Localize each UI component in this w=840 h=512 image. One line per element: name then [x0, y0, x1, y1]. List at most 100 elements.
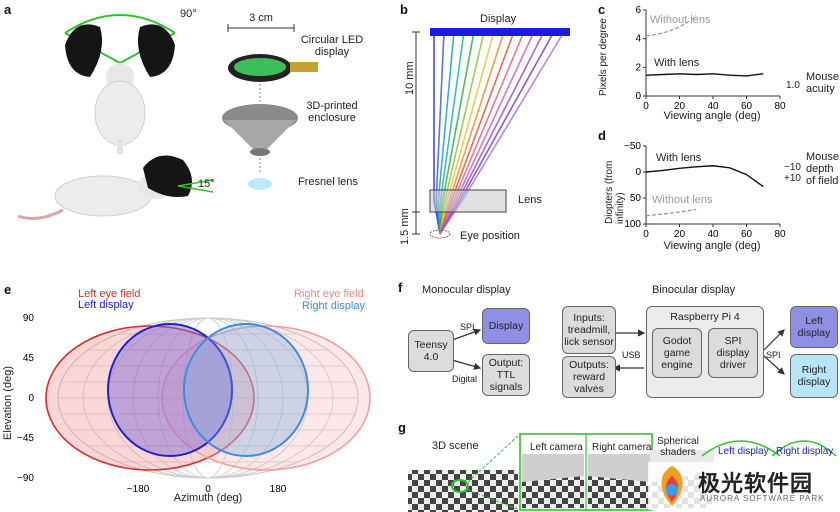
outputs-box: Outputs: reward valves — [562, 356, 616, 398]
rpi-label: Raspberry Pi 4 — [670, 311, 740, 323]
dist-1-5mm-label: 1.5 mm — [399, 208, 411, 245]
right-display-field — [183, 323, 309, 457]
acuity-value: 1.0 — [786, 80, 800, 91]
chart-d-y-tick-label: 0 — [635, 167, 641, 178]
mouse-side-view — [17, 155, 214, 220]
chart-d-y-tick-label: 50 — [630, 193, 642, 204]
e-y-tick-label: 45 — [23, 353, 35, 364]
chart-d-x-tick-label: 80 — [774, 229, 786, 240]
chart-d-y-tick-label: −50 — [624, 141, 641, 152]
watermark: 极光软件园 AURORA SOFTWARE PARK — [648, 462, 838, 510]
right-camera-label: Right camera — [592, 442, 652, 453]
chart-c-xlabel: Viewing angle (deg) — [663, 110, 761, 122]
e-x-tick-label: −180 — [127, 484, 150, 495]
panel-e-label: e — [4, 282, 12, 297]
chart-d: 0 20 40 60 80 −50 0 50 100 — [624, 141, 786, 240]
monocular-title: Monocular display — [422, 284, 511, 296]
teensy-box: Teensy 4.0 — [408, 330, 454, 372]
chart-c-with-label: With lens — [654, 57, 700, 69]
with-lens-line — [645, 73, 764, 77]
chart-d-x-tick-label: 40 — [707, 229, 719, 240]
godot-box: Godot game engine — [652, 328, 702, 378]
chart-d-with-label: With lens — [656, 152, 702, 164]
chart-d-y-tick-label: 100 — [624, 219, 641, 230]
angle-15-label: 15° — [198, 178, 215, 190]
watermark-cn: 极光软件园 — [698, 471, 814, 496]
e-x-tick-label: 180 — [270, 484, 287, 495]
mouse-top-view — [64, 14, 176, 154]
angle-90-label: 90° — [180, 8, 197, 20]
display-label: Display — [480, 13, 517, 25]
chart-c-x-tick-label: 0 — [643, 101, 649, 112]
chart-d-ylabel: Diopters (from infinity) — [604, 160, 626, 224]
left-eye-field — [45, 325, 255, 471]
enclosure-label: 3D-printed enclosure — [306, 100, 358, 124]
left-camera-label: Left camera — [530, 442, 583, 453]
map-meridian — [57, 317, 359, 479]
without-lens-line — [645, 15, 697, 37]
right-display-label: Right display — [302, 300, 365, 312]
panel-b-label: b — [400, 2, 408, 17]
dof-value-plus: +10 — [784, 173, 801, 184]
e-y-tick-label: −45 — [17, 433, 34, 444]
display-assembly — [222, 54, 318, 190]
chart-c-y-tick-label: 2 — [635, 62, 641, 73]
g-right-display-label: Right display — [776, 446, 834, 457]
chart-c-y-tick-label: 0 — [635, 91, 641, 102]
chart-c-x-tick-label: 20 — [674, 101, 686, 112]
chart-c-y-tick-label: 6 — [635, 5, 641, 16]
chart-c-ylabel: Pixels per degree — [598, 18, 609, 96]
dist-10mm-label: 10 mm — [404, 61, 416, 95]
azimuth-label: Azimuth (deg) — [173, 492, 243, 504]
eye-marker — [429, 229, 451, 239]
chart-c-x-tick-label: 80 — [774, 101, 786, 112]
scale-bar — [227, 24, 295, 32]
panel-f-label: f — [398, 280, 403, 295]
e-y-tick-label: 0 — [28, 393, 34, 404]
scene-label: 3D scene — [432, 440, 479, 452]
acuity-label: Mouse acuity — [806, 71, 840, 95]
bino-left-display-box: Left display — [790, 306, 838, 348]
left-eye-field-label: Left eye field — [78, 288, 141, 300]
spi-label: SPI — [460, 322, 475, 332]
e-y-tick-label: 90 — [23, 313, 35, 324]
fresnel-label: Fresnel lens — [298, 176, 358, 188]
panel-g-label: g — [398, 420, 406, 435]
panel-d-label: d — [598, 128, 606, 143]
mono-display-box: Display — [482, 308, 530, 344]
right-eye-field-label: Right eye field — [294, 288, 364, 300]
chart-c: 0 20 40 60 80 0 2 4 6 — [635, 5, 786, 112]
binocular-title: Binocular display — [652, 284, 736, 296]
g-left-display-label: Left display — [718, 446, 769, 457]
inputs-box: Inputs: treadmill, lick sensor — [562, 306, 616, 354]
elevation-label: Elevation (deg) — [2, 366, 14, 440]
flow-arrows — [451, 328, 785, 375]
left-display-field — [107, 323, 233, 457]
aurora-logo-icon — [661, 466, 683, 506]
dof-value-minus: −10 — [784, 162, 801, 173]
mono-output-box: Output: TTL signals — [482, 354, 530, 396]
digital-label: Digital — [452, 374, 478, 384]
display-bar — [430, 28, 570, 36]
chart-c-y-tick-label: 4 — [635, 34, 641, 45]
spi-driver-box: SPI display driver — [708, 328, 758, 378]
chart-d-x-tick-label: 20 — [674, 229, 686, 240]
chart-c-without-label: Without lens — [650, 14, 711, 26]
without-lens-line — [645, 208, 697, 217]
left-display-label: Left display — [78, 299, 134, 311]
lens-label: Lens — [518, 194, 542, 206]
usb-label: USB — [622, 350, 641, 360]
panel-a-label: a — [4, 2, 12, 17]
led-display-label: Circular LED display — [300, 34, 364, 58]
ray-diagram — [412, 28, 570, 239]
chart-d-x-tick-label: 0 — [643, 229, 649, 240]
scale-label: 3 cm — [249, 12, 273, 24]
chart-d-without-label: Without lens — [652, 194, 713, 206]
chart-d-x-tick-label: 60 — [741, 229, 753, 240]
with-lens-line — [645, 165, 764, 188]
chart-c-x-tick-label: 40 — [707, 101, 719, 112]
chart-c-x-tick-label: 60 — [741, 101, 753, 112]
dof-label: Mouse depth of field — [806, 151, 840, 187]
eye-position-label: Eye position — [460, 230, 520, 242]
